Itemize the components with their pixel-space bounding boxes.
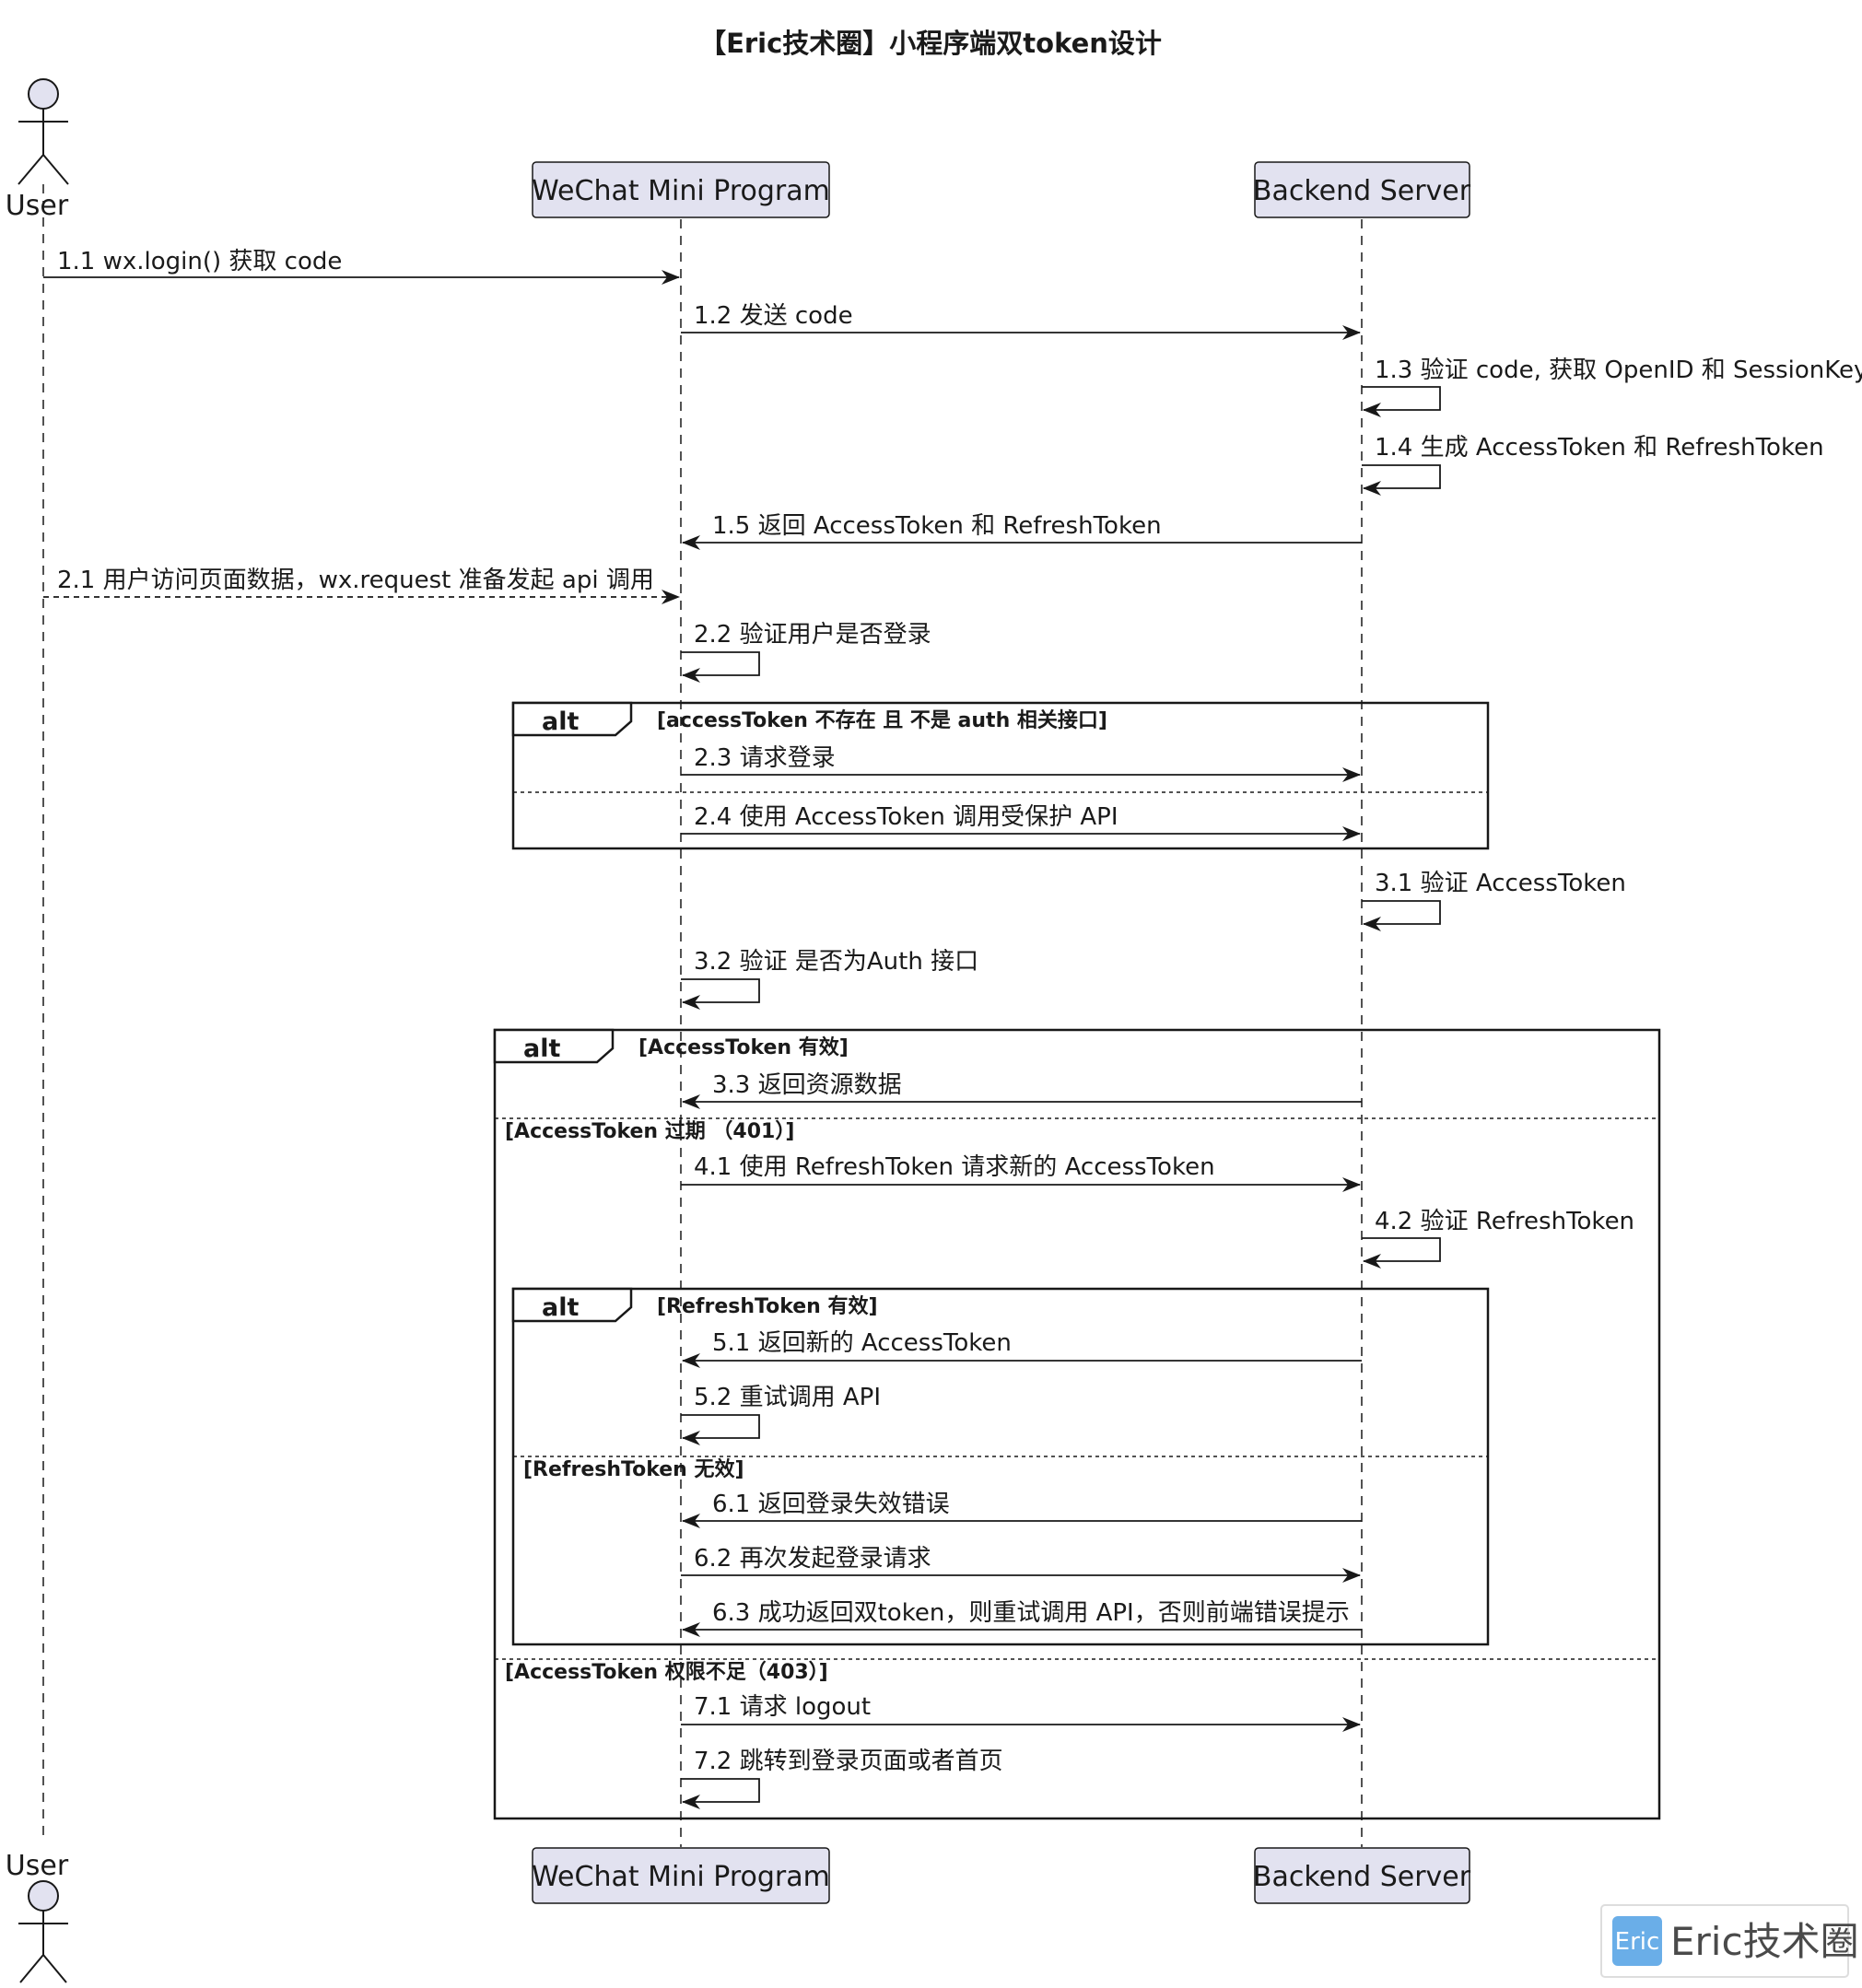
alt-fragment-1-keyword: alt <box>542 707 579 736</box>
message-4-2-label: 4.2 验证 RefreshToken <box>1375 1208 1634 1235</box>
user-label-bottom: User <box>6 1850 69 1882</box>
message-1-5-label: 1.5 返回 AccessToken 和 RefreshToken <box>712 512 1162 540</box>
watermark-badge-text: Eric <box>1615 1928 1660 1956</box>
watermark: Eric Eric技术圈 <box>1600 1904 1859 1978</box>
user-actor-top-icon <box>18 78 69 185</box>
alt-fragment-2 <box>493 1028 1661 1820</box>
message-5-1-label: 5.1 返回新的 AccessToken <box>712 1329 1012 1357</box>
watermark-frame <box>1600 1904 1849 1978</box>
participant-mini-program-top-label: WeChat Mini Program <box>532 175 830 207</box>
message-6-1-label: 6.1 返回登录失效错误 <box>712 1491 950 1518</box>
message-3-2-label: 3.2 验证 是否为Auth 接口 <box>694 948 978 976</box>
participant-backend-server-top-label: Backend Server <box>1253 175 1471 207</box>
user-label-top: User <box>6 190 69 222</box>
alt-fragment-3 <box>511 1287 1490 1646</box>
participant-mini-program-top <box>532 161 830 218</box>
participant-mini-program-bottom-label: WeChat Mini Program <box>532 1861 830 1893</box>
message-5-2-arrow <box>681 1414 760 1445</box>
message-1-4-arrow <box>1362 464 1441 496</box>
message-3-1-label: 3.1 验证 AccessToken <box>1375 870 1626 897</box>
message-1-3-arrow <box>1362 386 1441 417</box>
diagram-title: 【Eric技术圈】小程序端双token设计 <box>699 28 1162 59</box>
alt-fragment-3-else-1: [RefreshToken 无效] <box>523 1457 744 1481</box>
message-2-3-label: 2.3 请求登录 <box>694 744 836 772</box>
message-5-2-label: 5.2 重试调用 API <box>694 1384 881 1411</box>
alt-fragment-2-keyword: alt <box>523 1035 560 1063</box>
message-3-1-arrow <box>1362 900 1441 931</box>
alt-fragment-1 <box>511 701 1490 850</box>
message-7-2-label: 7.2 跳转到登录页面或者首页 <box>694 1748 1003 1775</box>
alt-fragment-3-keyword: alt <box>542 1293 579 1322</box>
alt-fragment-2-guard: [AccessToken 有效] <box>638 1035 849 1059</box>
alt-fragment-3-tab <box>511 1287 633 1323</box>
message-4-2-arrow <box>1362 1237 1441 1269</box>
message-6-2-label: 6.2 再次发起登录请求 <box>694 1545 931 1573</box>
alt-fragment-3-guard: [RefreshToken 有效] <box>657 1294 878 1318</box>
message-3-2-arrow <box>681 978 760 1010</box>
message-2-1-label: 2.1 用户访问页面数据，wx.request 准备发起 api 调用 <box>57 567 654 594</box>
message-1-3-label: 1.3 验证 code, 获取 OpenID 和 SessionKey <box>1375 357 1862 384</box>
message-3-3-label: 3.3 返回资源数据 <box>712 1071 902 1099</box>
participant-backend-server-top <box>1254 161 1470 218</box>
message-7-2-arrow <box>681 1778 760 1809</box>
participant-backend-server-bottom <box>1254 1847 1470 1904</box>
watermark-text: Eric技术圈 <box>1670 1919 1859 1964</box>
message-4-1-label: 4.1 使用 RefreshToken 请求新的 AccessToken <box>694 1153 1215 1181</box>
alt-fragment-1-tab <box>511 701 633 737</box>
alt-fragment-1-guard: [accessToken 不存在 且 不是 auth 相关接口] <box>657 708 1107 732</box>
alt-fragment-2-else-2: [AccessToken 权限不足（403）] <box>505 1660 828 1684</box>
message-2-2-label: 2.2 验证用户是否登录 <box>694 621 931 649</box>
message-1-4-label: 1.4 生成 AccessToken 和 RefreshToken <box>1375 434 1824 462</box>
watermark-logo-icon <box>1612 1916 1662 1966</box>
message-2-4-label: 2.4 使用 AccessToken 调用受保护 API <box>694 803 1118 831</box>
message-6-3-label: 6.3 成功返回双token，则重试调用 API，否则前端错误提示 <box>712 1599 1350 1627</box>
user-actor-bottom-icon <box>18 1880 68 1983</box>
message-7-1-label: 7.1 请求 logout <box>694 1693 871 1721</box>
message-1-2-label: 1.2 发送 code <box>694 302 853 330</box>
alt-fragment-2-tab <box>493 1028 615 1064</box>
participant-mini-program-bottom <box>532 1847 830 1904</box>
alt-fragment-2-else-1: [AccessToken 过期 （401）] <box>505 1120 794 1143</box>
message-1-1-label: 1.1 wx.login() 获取 code <box>57 248 342 275</box>
participant-backend-server-bottom-label: Backend Server <box>1253 1861 1471 1893</box>
message-2-2-arrow <box>681 651 760 683</box>
